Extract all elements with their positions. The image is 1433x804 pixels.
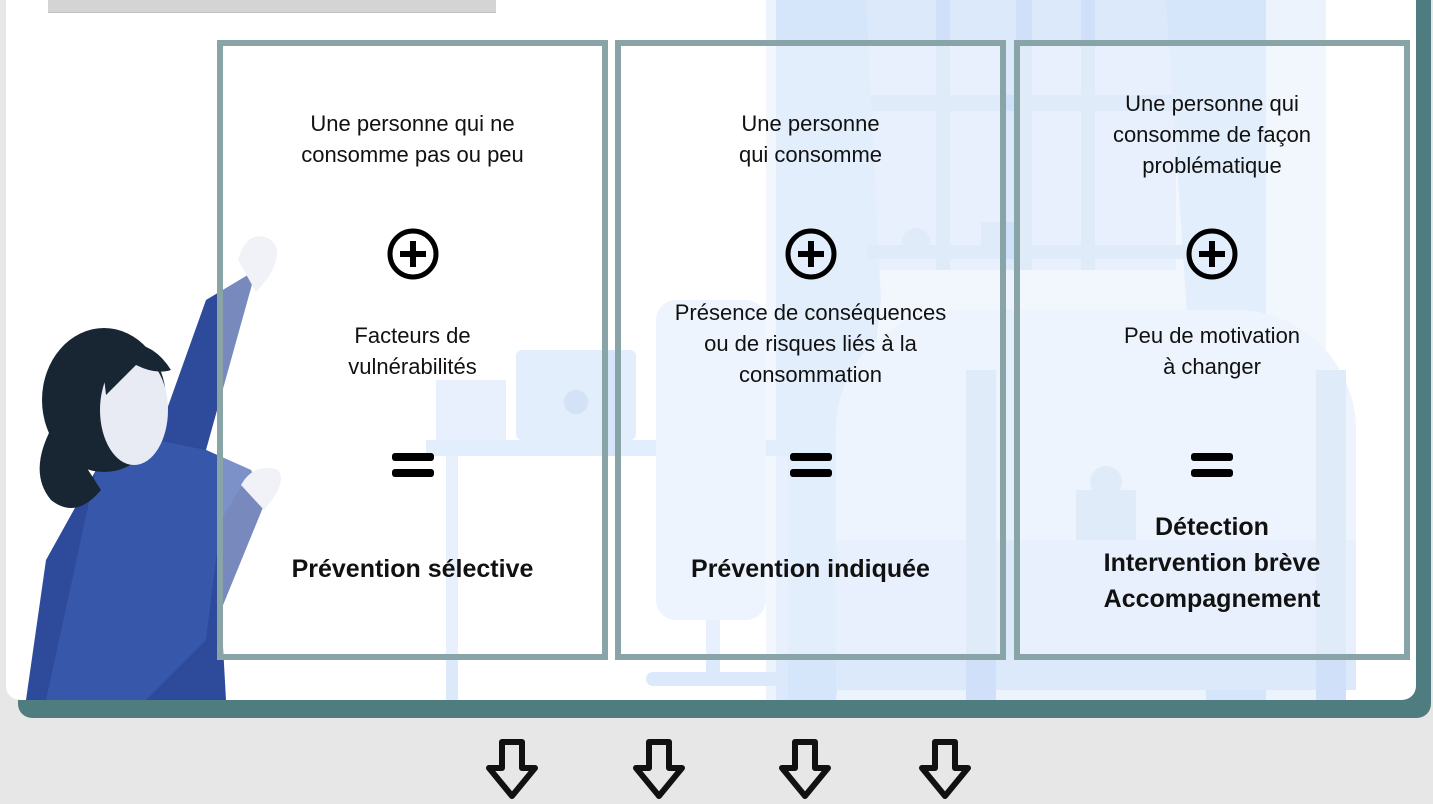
presenter-illustration	[26, 236, 281, 700]
card-condition: Une personne qui ne consomme pas ou peu	[301, 111, 524, 167]
arrow-down-icon[interactable]	[632, 738, 686, 802]
background-illustration	[26, 0, 1356, 700]
equals-icon	[391, 453, 434, 477]
plus-circle-icon	[785, 228, 836, 280]
equals-icon	[1191, 453, 1233, 477]
plus-circle-icon	[387, 228, 438, 280]
card-factor: Peu de motivation à changer	[1123, 323, 1301, 379]
header-tab	[48, 0, 496, 13]
equals-icon	[789, 453, 832, 477]
whiteboard: Une personne qui ne consomme pas ou peu …	[6, 0, 1416, 700]
card-indicated-prevention: Une personne qui consomme Présence de co…	[615, 40, 1006, 660]
arrow-down-icon[interactable]	[778, 738, 832, 802]
card-selective-prevention: Une personne qui ne consomme pas ou peu …	[217, 40, 608, 660]
card-result: Détection Intervention brève Accompagnem…	[1103, 513, 1321, 613]
card-result: Prévention sélective	[291, 555, 534, 583]
card-result: Prévention indiquée	[691, 555, 930, 583]
plus-circle-icon	[1186, 228, 1238, 280]
card-condition: Une personne qui consomme	[738, 111, 883, 167]
card-detection-intervention: Une personne qui consomme de façon probl…	[1014, 40, 1410, 660]
card-factor: Présence de conséquences ou de risques l…	[674, 300, 947, 387]
arrow-down-icon[interactable]	[485, 738, 539, 802]
card-condition: Une personne qui consomme de façon probl…	[1112, 91, 1312, 178]
card-factor: Facteurs de vulnérabilités	[348, 323, 477, 379]
arrow-down-icon[interactable]	[918, 738, 972, 802]
